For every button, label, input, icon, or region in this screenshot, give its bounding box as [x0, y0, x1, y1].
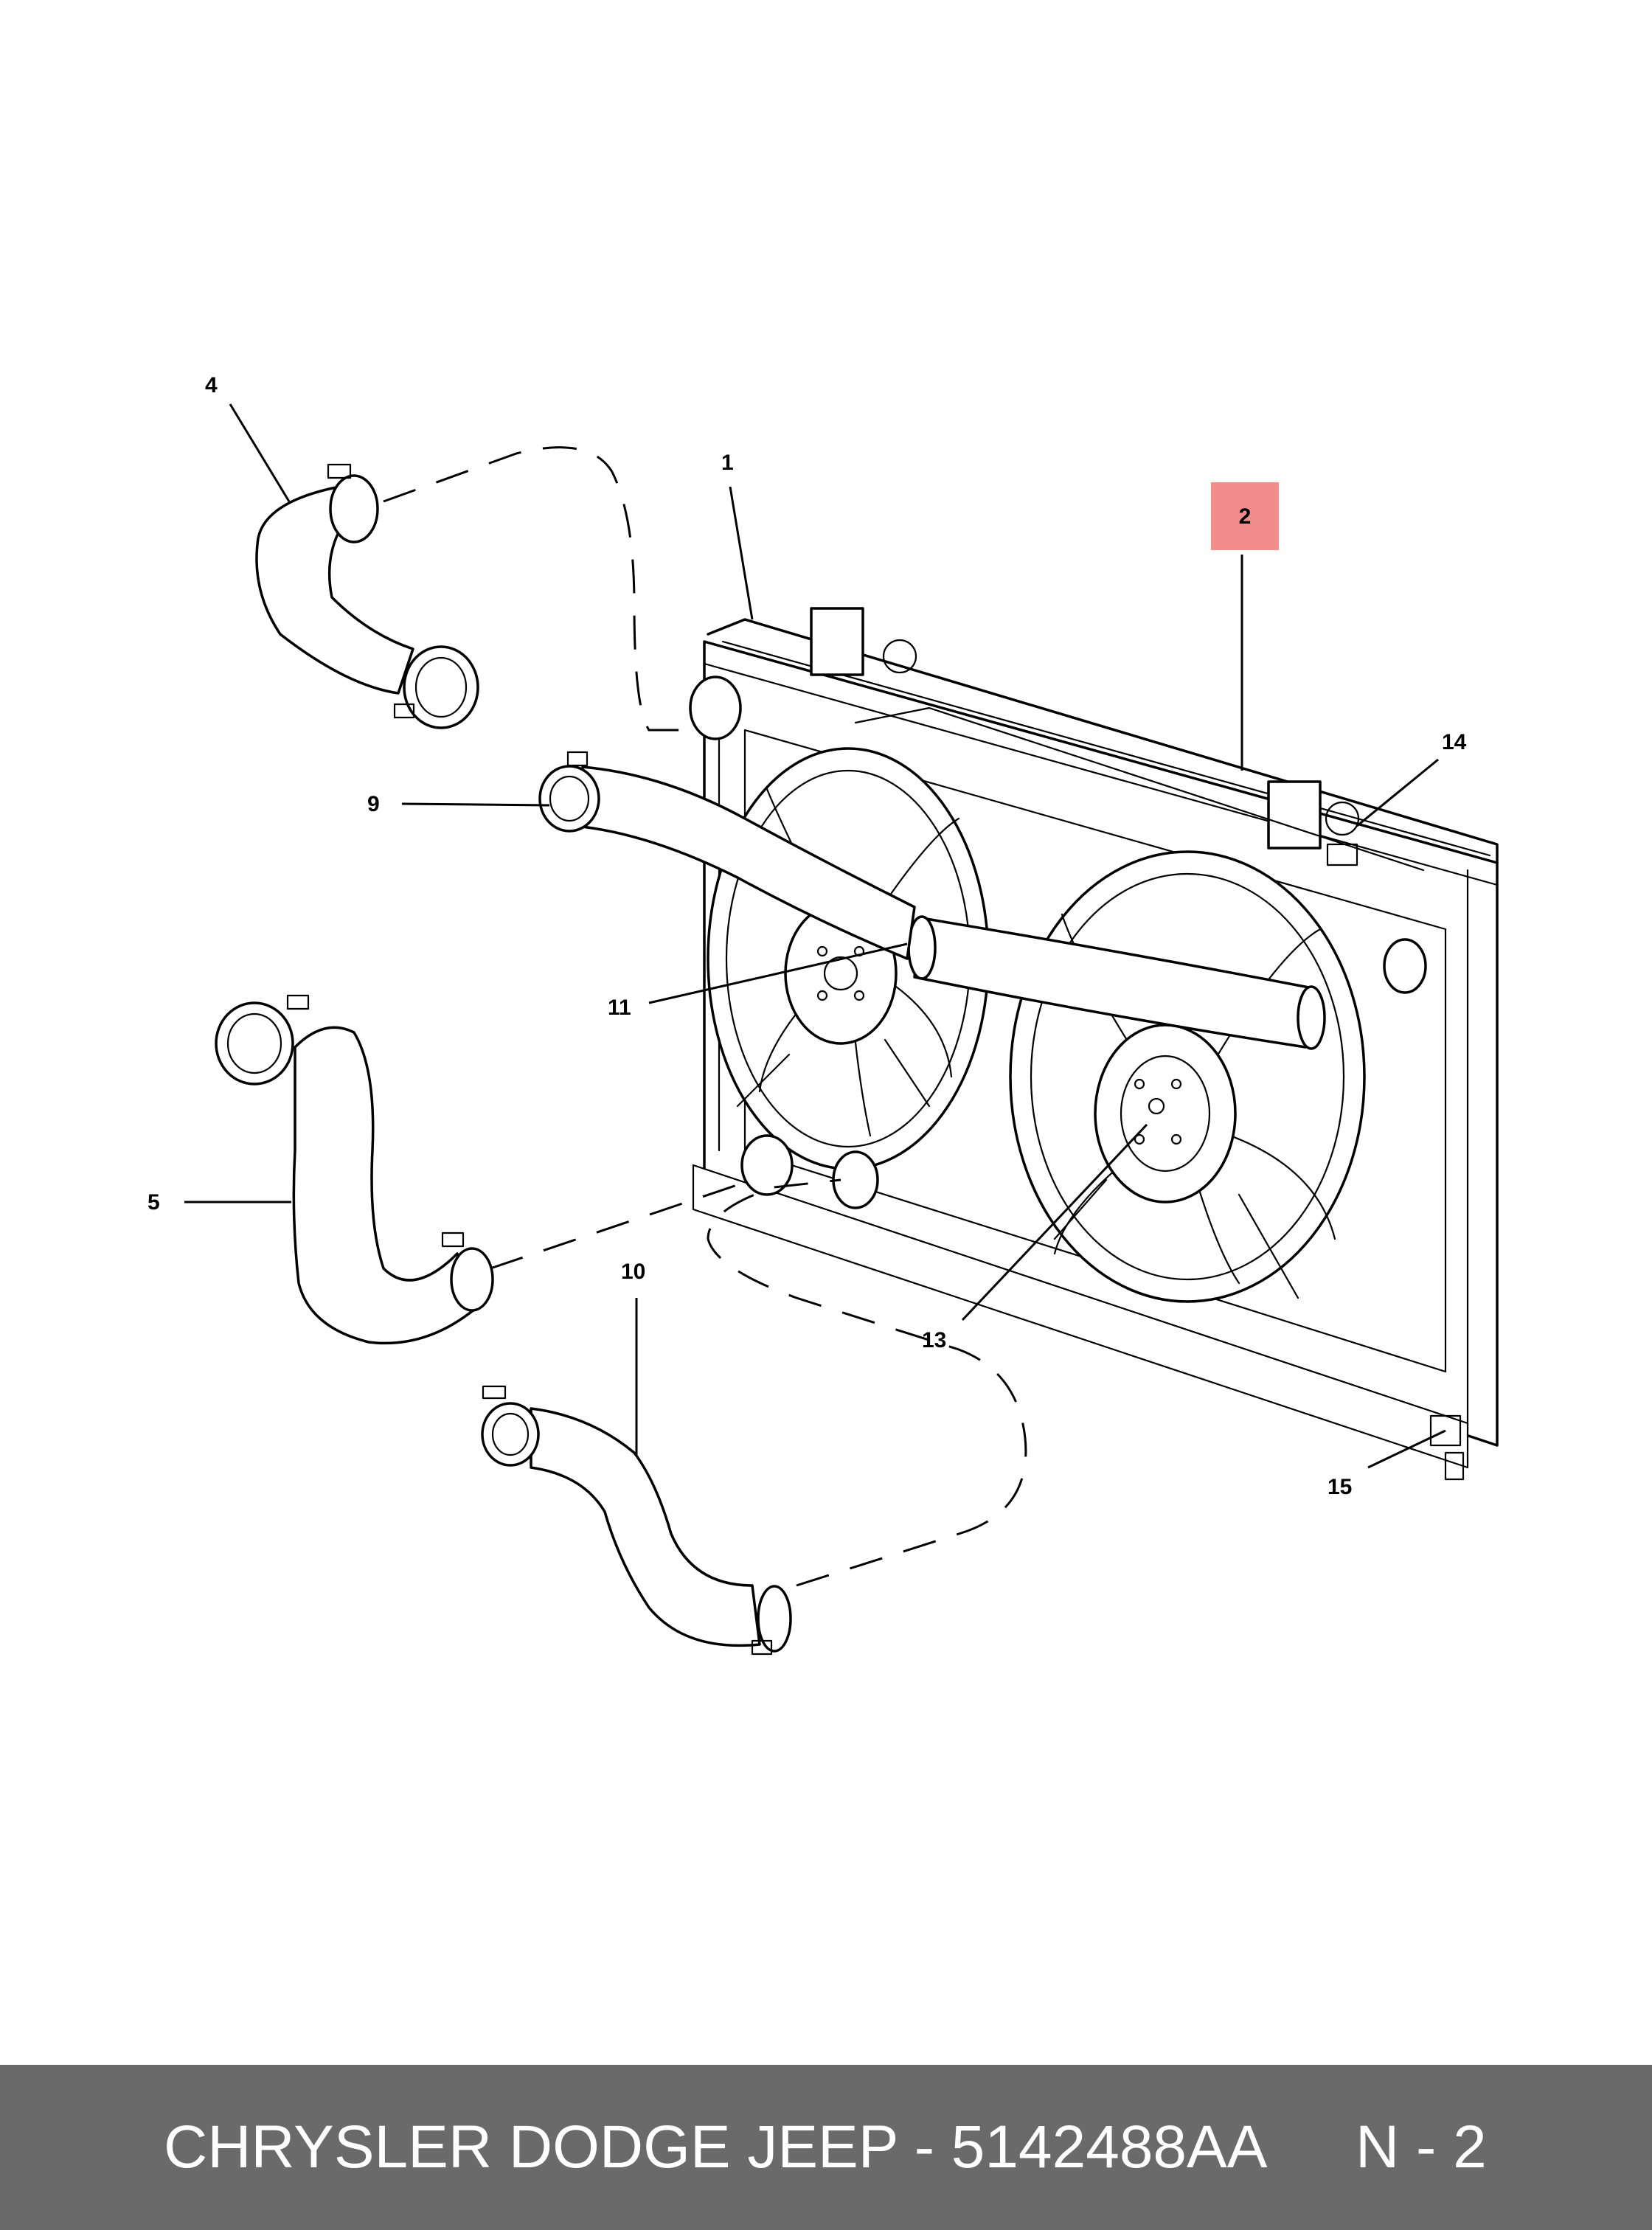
callout-4: 4 [205, 373, 218, 397]
callout-2-highlight [1211, 482, 1279, 550]
leader-lines [184, 403, 1446, 1469]
right-fan [1009, 850, 1366, 1303]
footer-part-number: CHRYSLER DODGE JEEP - 5142488AA [164, 2113, 1268, 2181]
routing-line-hose-10 [707, 1178, 1027, 1587]
callout-9: 9 [367, 792, 380, 816]
callout-2: 2 [1239, 504, 1252, 529]
callouts: 4 1 2 14 9 11 5 10 13 15 [148, 373, 1467, 1499]
callout-14: 14 [1442, 730, 1467, 754]
exploded-parts-diagram: 4 1 2 14 9 11 5 10 13 15 [148, 373, 1499, 1656]
hose-4 [255, 485, 414, 695]
callout-13: 13 [922, 1328, 946, 1352]
callout-10: 10 [621, 1260, 645, 1284]
footer-reference-code: N - 2 [1356, 2113, 1487, 2181]
routing-line-hose-5 [490, 1178, 753, 1270]
callout-1: 1 [721, 451, 734, 475]
callout-5: 5 [148, 1190, 160, 1215]
radiator-fan-assembly [689, 607, 1499, 1481]
callout-15: 15 [1328, 1475, 1352, 1499]
routing-line-hose-4 [383, 446, 693, 732]
hose-10 [530, 1407, 761, 1647]
hose-9 [574, 765, 916, 960]
callout-11: 11 [608, 996, 631, 1020]
hose-5 [292, 1026, 481, 1345]
footer-bar: CHRYSLER DODGE JEEP - 5142488AA N - 2 [0, 2065, 1652, 2230]
